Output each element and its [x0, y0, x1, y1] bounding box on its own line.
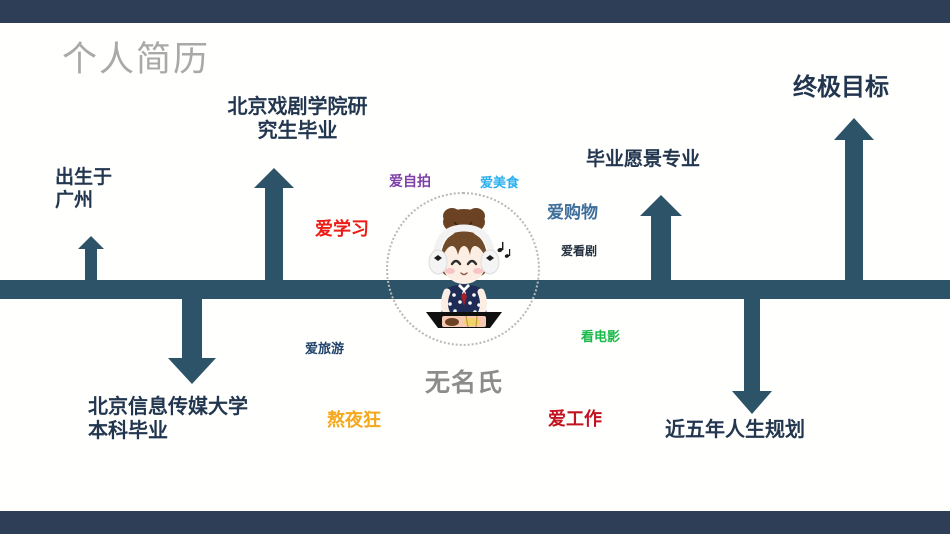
hobby-label-food: 爱美食 [480, 175, 520, 190]
avatar-dotted-ring [386, 192, 540, 346]
hobby-label-study: 爱学习 [315, 219, 369, 239]
hobby-label-drama: 爱看剧 [561, 244, 598, 258]
milestone-label-plan: 近五年人生规划 [665, 419, 805, 441]
avatar [386, 192, 544, 350]
girl-avatar-icon [426, 208, 511, 328]
page-title: 个人简历 [62, 40, 211, 79]
timeline-arrow-birth-up [78, 236, 104, 286]
hobby-label-work: 爱工作 [548, 409, 602, 429]
milestone-label-goal: 终极目标 [793, 74, 889, 101]
hobby-label-travel: 爱旅游 [305, 341, 345, 356]
bottom-accent-bar [0, 511, 950, 534]
top-accent-bar [0, 0, 950, 23]
hobby-label-shopping: 爱购物 [547, 203, 598, 222]
hobby-label-movie: 看电影 [581, 329, 621, 344]
timeline-arrow-master-up [254, 168, 294, 286]
milestone-label-birth: 出生于 广州 [55, 167, 113, 212]
milestone-label-bachelor: 北京信息传媒大学 本科毕业 [88, 396, 248, 443]
hobby-label-selfie: 爱自拍 [389, 173, 431, 189]
timeline-arrow-plan-down [732, 290, 772, 414]
timeline-arrow-goal-up [834, 118, 874, 286]
profile-name: 无名氏 [425, 369, 504, 397]
milestone-label-vision: 毕业愿景专业 [586, 149, 701, 170]
timeline-arrow-vision-up [640, 195, 682, 287]
hobby-label-nightowl: 熬夜狂 [327, 410, 381, 430]
milestone-label-master: 北京戏剧学院研 究生毕业 [227, 96, 368, 143]
timeline-arrow-bachelor-down [168, 290, 216, 384]
